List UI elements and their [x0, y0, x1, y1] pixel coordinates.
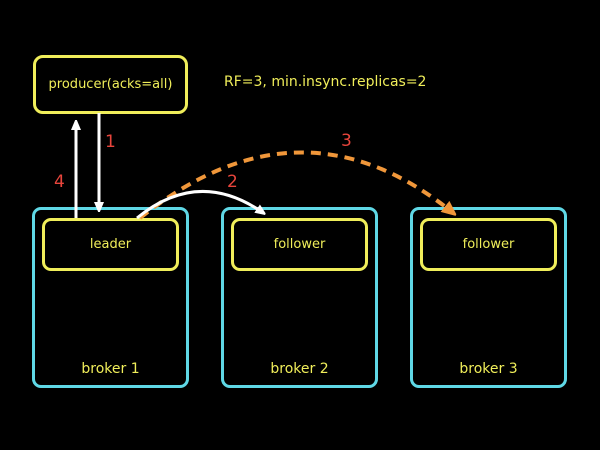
- broker-2: broker 2: [221, 207, 378, 388]
- step-1-label: 1: [105, 132, 116, 152]
- producer-box: producer(acks=all): [33, 55, 188, 114]
- broker-3-label: broker 3: [459, 361, 518, 377]
- step-2-label: 2: [227, 172, 238, 192]
- config-note: RF=3, min.insync.replicas=2: [224, 74, 427, 90]
- leader-label: leader: [89, 237, 132, 252]
- follower-replica-broker-2: follower: [231, 218, 368, 271]
- follower-replica-broker-3: follower: [420, 218, 557, 271]
- broker-2-label: broker 2: [270, 361, 329, 377]
- replicate-arrow-broker-3: [138, 150, 452, 220]
- leader-replica: leader: [42, 218, 179, 271]
- replicate-arrow-broker-2: [136, 189, 262, 220]
- broker-1-label: broker 1: [81, 361, 140, 377]
- follower-3-label: follower: [462, 237, 515, 252]
- broker-1: broker 1: [32, 207, 189, 388]
- step-4-label: 4: [54, 172, 65, 192]
- producer-label: producer(acks=all): [48, 77, 173, 92]
- step-3-label: 3: [341, 131, 352, 151]
- broker-3: broker 3: [410, 207, 567, 388]
- follower-2-label: follower: [273, 237, 326, 252]
